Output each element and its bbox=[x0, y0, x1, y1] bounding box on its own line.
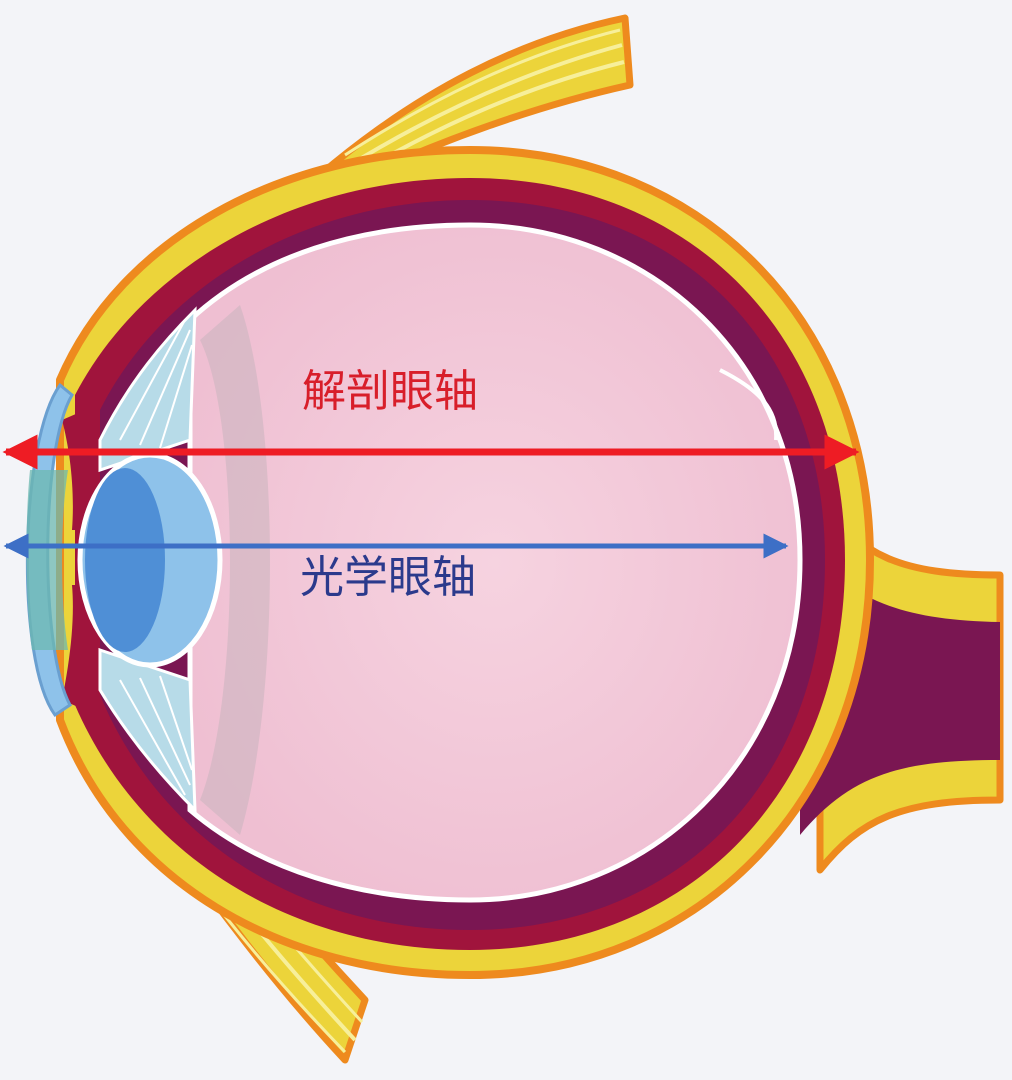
anatomical-axis-label: 解剖眼轴 bbox=[302, 366, 478, 417]
ciliary-body bbox=[98, 306, 197, 814]
vitreous-body bbox=[187, 222, 803, 903]
lens bbox=[77, 452, 223, 668]
optical-axis-label: 光学眼轴 bbox=[300, 552, 476, 603]
